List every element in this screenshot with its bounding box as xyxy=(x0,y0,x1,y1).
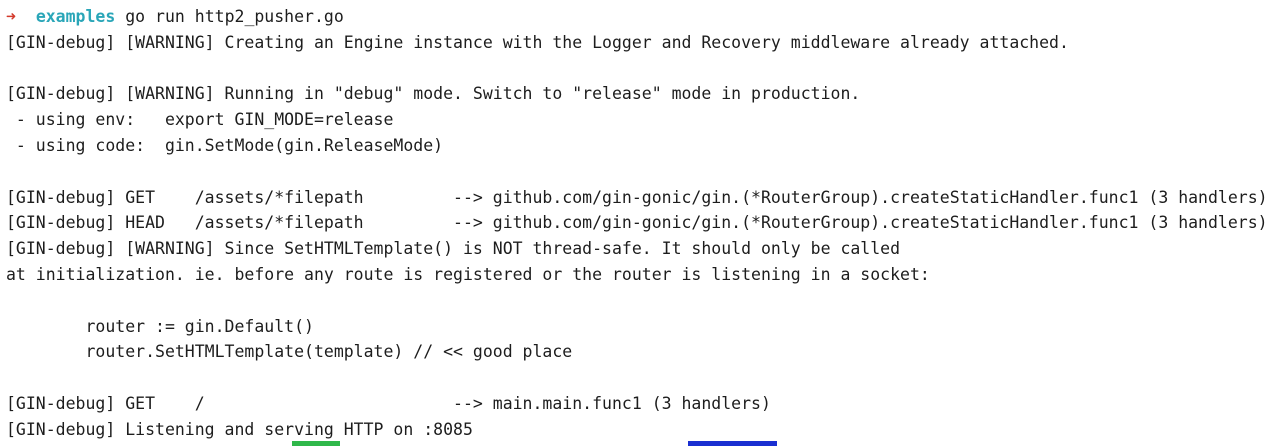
output-line: [GIN-debug] HEAD /assets/*filepath --> g… xyxy=(6,213,1268,233)
output-line: [GIN-debug] Listening and serving HTTP o… xyxy=(6,419,473,439)
output-line: - using env: export GIN_MODE=release xyxy=(6,110,394,130)
output-line: [GIN-debug] GET /assets/*filepath --> gi… xyxy=(6,187,1268,207)
prompt-arrow-icon: ➜ xyxy=(6,7,16,26)
output-line: at initialization. ie. before any route … xyxy=(6,264,930,284)
output-line: [GIN-debug] GET / --> main.main.func1 (3… xyxy=(6,393,771,413)
prompt-directory: examples xyxy=(35,7,116,26)
output-line xyxy=(6,159,1280,185)
output-line xyxy=(6,56,1280,82)
output-line xyxy=(6,365,1280,391)
output-line: [GIN-debug] [WARNING] Running in "debug"… xyxy=(6,84,861,104)
output-line: [GIN-debug] [WARNING] Since SetHTMLTempl… xyxy=(6,239,901,259)
prompt-line: ➜ examples go run http2_pusher.go xyxy=(6,4,1280,30)
output-line: - using code: gin.SetMode(gin.ReleaseMod… xyxy=(6,135,444,155)
blue-highlight-bar xyxy=(688,441,777,446)
prompt-command: go run http2_pusher.go xyxy=(125,7,344,26)
output-line: router.SetHTMLTemplate(template) // << g… xyxy=(6,342,573,362)
output-line: [GIN-debug] [WARNING] Creating an Engine… xyxy=(6,32,1069,52)
output-line xyxy=(6,288,1280,314)
output-line: router := gin.Default() xyxy=(6,316,314,336)
green-highlight-bar xyxy=(292,441,340,446)
